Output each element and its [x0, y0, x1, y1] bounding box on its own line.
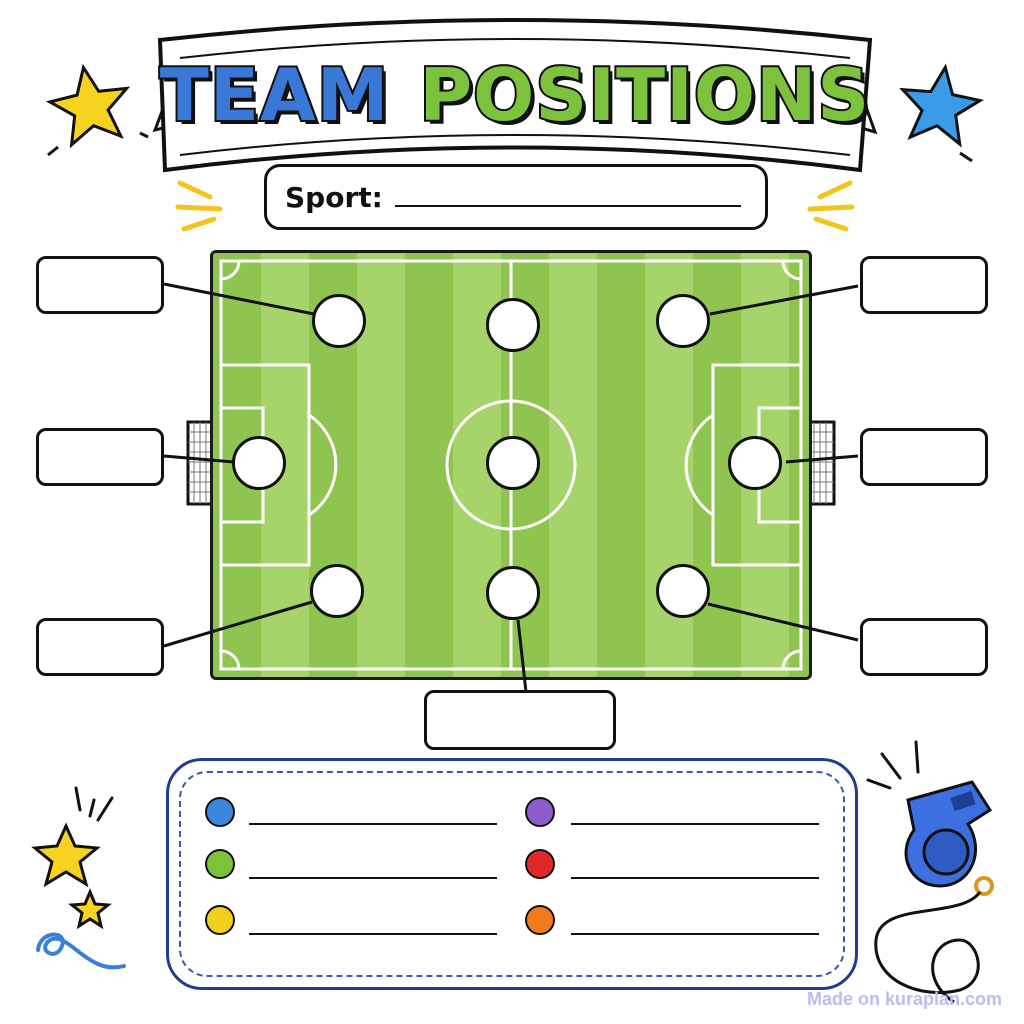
color-dot-purple — [525, 797, 555, 827]
color-dot-blue — [205, 797, 235, 827]
star-icon — [899, 63, 985, 163]
position-label-box-right-bottom[interactable] — [860, 618, 988, 676]
notes-dashed-border — [179, 771, 845, 977]
player-position-circle[interactable] — [486, 436, 540, 490]
color-dot-red — [525, 849, 555, 879]
color-dot-orange — [525, 905, 555, 935]
page-title: TEAM POSITIONS — [120, 50, 910, 140]
position-label-box-left-bottom[interactable] — [36, 618, 164, 676]
player-position-circle[interactable] — [310, 564, 364, 618]
player-position-circle[interactable] — [656, 294, 710, 348]
title-banner: TEAM POSITIONS — [120, 10, 910, 180]
position-label-box-left-middle[interactable] — [36, 428, 164, 486]
sparkle-icon — [807, 180, 855, 232]
player-position-circle[interactable] — [656, 564, 710, 618]
note-write-line[interactable] — [249, 823, 497, 825]
watermark: Made on kuraplan.com — [806, 989, 1002, 1009]
title-word-team: TEAM — [158, 51, 391, 139]
sport-label: Sport: — [285, 180, 383, 214]
color-dot-yellow — [205, 905, 235, 935]
player-position-circle[interactable] — [486, 566, 540, 620]
banner-ribbon — [152, 18, 878, 173]
note-write-line[interactable] — [571, 877, 819, 879]
sport-field[interactable]: Sport: — [264, 164, 768, 230]
title-word-positions: POSITIONS — [417, 51, 871, 139]
note-write-line[interactable] — [249, 877, 497, 879]
player-notes-panel — [166, 758, 858, 990]
note-write-line[interactable] — [571, 933, 819, 935]
star-icon — [45, 63, 149, 157]
note-write-line[interactable] — [249, 933, 497, 935]
sparkle-icon — [175, 180, 223, 232]
color-dot-green — [205, 849, 235, 879]
player-position-circle[interactable] — [728, 436, 782, 490]
player-position-circle[interactable] — [486, 298, 540, 352]
sport-write-line[interactable] — [394, 205, 741, 207]
position-label-box-right-top[interactable] — [860, 256, 988, 314]
note-write-line[interactable] — [571, 823, 819, 825]
position-label-box-left-top[interactable] — [36, 256, 164, 314]
whistle-icon — [866, 740, 994, 1004]
player-position-circle[interactable] — [232, 436, 286, 490]
player-position-circle[interactable] — [312, 294, 366, 348]
position-label-box-bottom-center[interactable] — [424, 690, 616, 750]
position-label-box-right-middle[interactable] — [860, 428, 988, 486]
star-icon — [31, 786, 126, 970]
